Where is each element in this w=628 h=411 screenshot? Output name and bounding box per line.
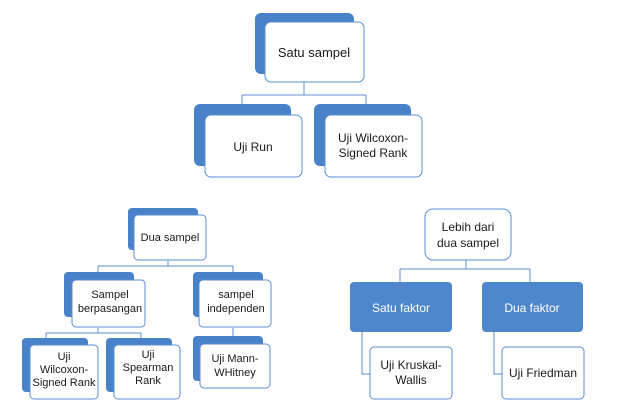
- connector-dua-faktor: [493, 332, 502, 375]
- label-kruskal-line2: Wallis: [395, 373, 427, 387]
- label-spearman-line1: Uji: [142, 349, 155, 361]
- tree-dua-sampel: Dua sampel Sampel berpasangan sampel ind…: [22, 208, 272, 400]
- label-sampel-independen-line1: sampel: [218, 289, 253, 301]
- node-uji-kruskal-wallis: Uji Kruskal- Wallis: [369, 346, 453, 400]
- label-satu-sampel: Satu sampel: [278, 45, 350, 60]
- node-lebih-dari-dua-sampel: Lebih dari dua sampel: [424, 208, 512, 261]
- label-sampel-berpasangan-line1: Sampel: [91, 289, 128, 301]
- label-spearman-line3: Rank: [135, 375, 161, 387]
- label-mann-whitney-line2: WHitney: [214, 367, 256, 379]
- label-dua-sampel: Dua sampel: [141, 232, 200, 244]
- node-satu-faktor: Satu faktor: [350, 282, 452, 332]
- connector-satu-sampel: [241, 82, 367, 104]
- connector-satu-faktor: [361, 332, 370, 375]
- label-satu-faktor: Satu faktor: [372, 301, 430, 315]
- tree-satu-sampel: Satu sampel Uji Run Uji Wilcoxon- Signed…: [194, 13, 423, 178]
- label-mann-whitney-line1: Uji Mann-: [211, 353, 258, 365]
- node-uji-wilcoxon-signed-rank-2: Uji Wilcoxon- Signed Rank: [22, 338, 99, 400]
- label-sampel-berpasangan-line2: berpasangan: [78, 303, 142, 315]
- label-kruskal-line1: Uji Kruskal-: [380, 358, 441, 372]
- node-satu-sampel: Satu sampel: [255, 13, 365, 83]
- label-uji-run: Uji Run: [233, 140, 272, 154]
- node-uji-wilcoxon-signed-rank: Uji Wilcoxon- Signed Rank: [314, 104, 423, 178]
- label-uji-wilcoxon-line1: Uji Wilcoxon-: [338, 131, 408, 145]
- label-wilcoxon2-line2: Wilcoxon-: [40, 364, 89, 376]
- label-dua-faktor: Dua faktor: [504, 301, 559, 315]
- node-dua-sampel: Dua sampel: [128, 208, 207, 261]
- label-wilcoxon2-line1: Uji: [58, 351, 71, 363]
- node-dua-faktor: Dua faktor: [482, 282, 583, 332]
- tree-lebih-dari-dua-sampel: Lebih dari dua sampel Satu faktor Dua fa…: [350, 208, 585, 400]
- connector-sampel-berpasangan: [45, 328, 142, 338]
- label-spearman-line2: Spearman: [123, 362, 174, 374]
- label-lebih-dari-line2: dua sampel: [437, 236, 499, 250]
- connector-lebih-dari-dua-sampel: [399, 260, 531, 282]
- node-uji-spearman-rank: Uji Spearman Rank: [106, 338, 181, 400]
- node-sampel-berpasangan: Sampel berpasangan: [64, 272, 146, 328]
- label-sampel-independen-line2: independen: [207, 303, 265, 315]
- node-sampel-independen: sampel independen: [193, 272, 272, 328]
- connector-dua-sampel: [97, 261, 234, 272]
- node-uji-friedman: Uji Friedman: [501, 346, 585, 400]
- label-friedman: Uji Friedman: [509, 366, 577, 380]
- label-lebih-dari-line1: Lebih dari: [442, 220, 495, 234]
- node-uji-run: Uji Run: [194, 104, 303, 178]
- node-uji-mann-whitney: Uji Mann- WHitney: [193, 336, 271, 389]
- label-wilcoxon2-line3: Signed Rank: [33, 377, 96, 389]
- label-uji-wilcoxon-line2: Signed Rank: [339, 146, 409, 160]
